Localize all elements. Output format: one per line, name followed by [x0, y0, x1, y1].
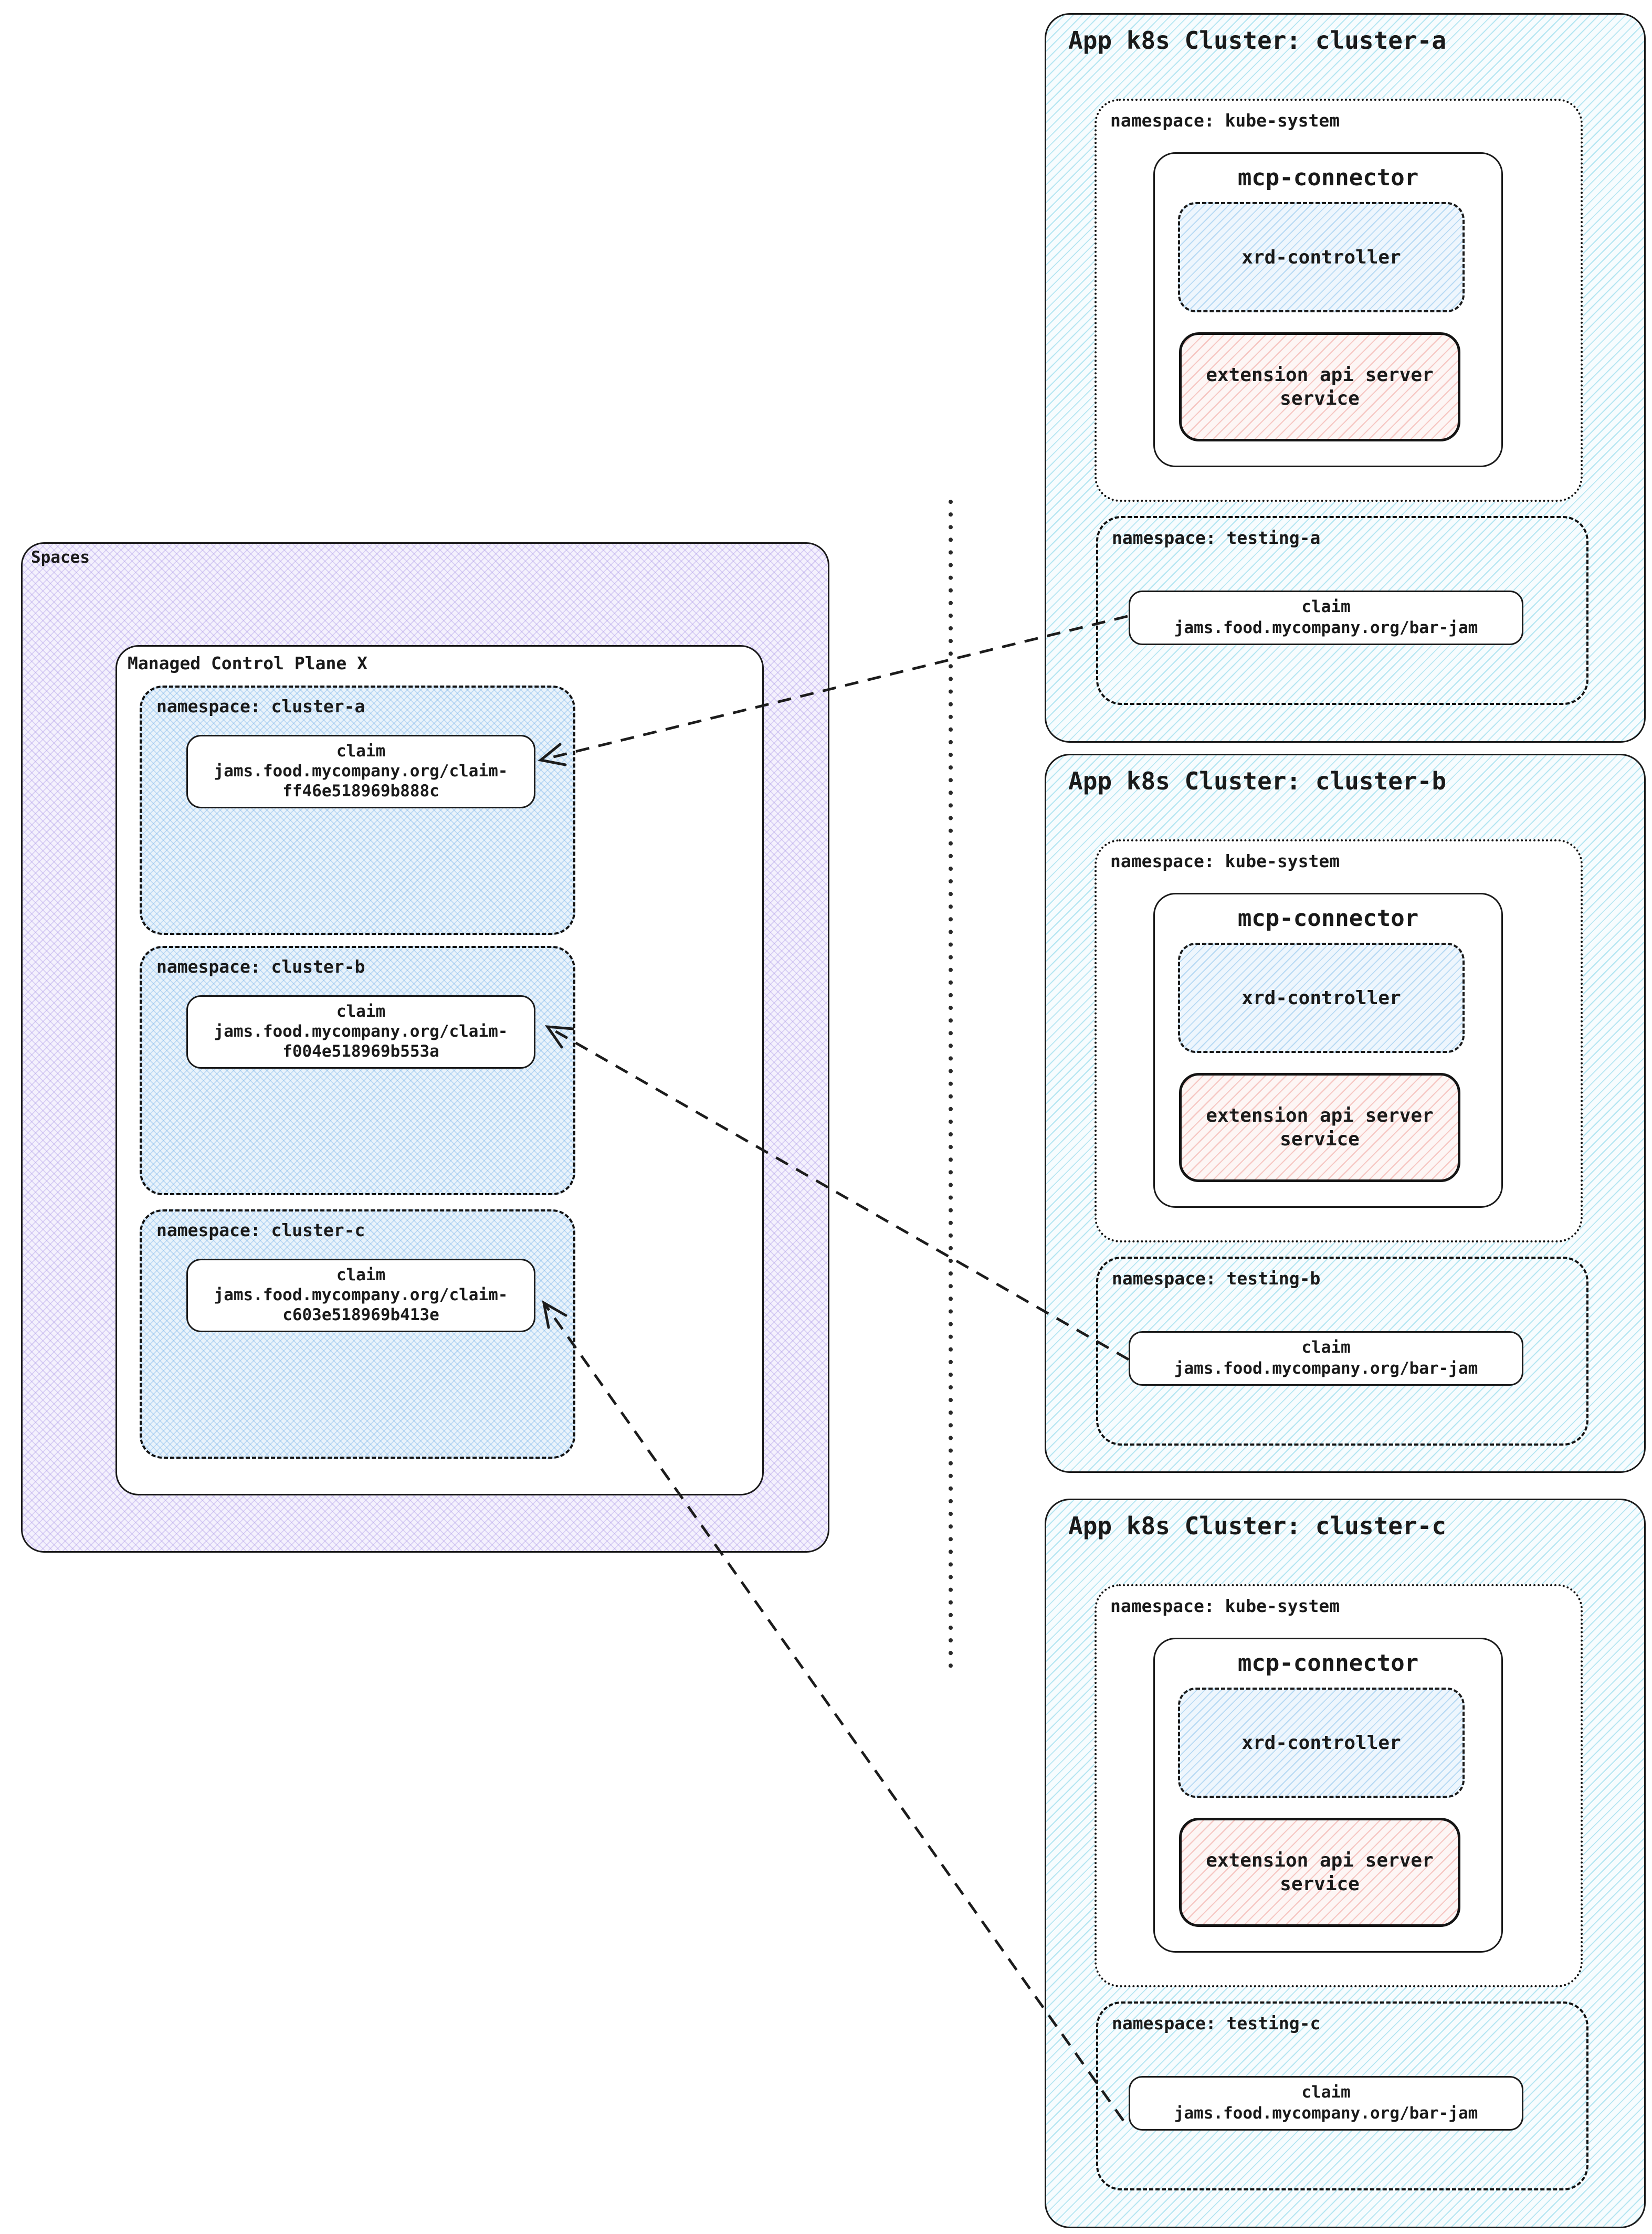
- managed-control-plane-title: Managed Control Plane X: [128, 653, 367, 673]
- mcp-connector-box: mcp-connector xrd-controller extension a…: [1153, 152, 1503, 467]
- claim-value: jams.food.mycompany.org/bar-jam: [1174, 2104, 1478, 2123]
- extension-api-server-service-box: extension api server service: [1179, 1073, 1460, 1182]
- extension-service-line2: service: [1280, 1129, 1360, 1150]
- testing-a-namespace: namespace: testing-a claim jams.food.myc…: [1096, 516, 1588, 705]
- xrd-controller-box: xrd-controller: [1178, 1688, 1465, 1798]
- claim-value-line1: jams.food.mycompany.org/claim-: [214, 1022, 508, 1041]
- extension-service-line1: extension api server: [1206, 364, 1434, 386]
- app-cluster-c-title: App k8s Cluster: cluster-c: [1068, 1512, 1447, 1540]
- testing-c-namespace: namespace: testing-c claim jams.food.myc…: [1096, 2001, 1588, 2190]
- claim-box-bar-jam-c: claim jams.food.mycompany.org/bar-jam: [1129, 2076, 1523, 2131]
- kube-system-label: namespace: kube-system: [1110, 110, 1340, 131]
- extension-service-line1: extension api server: [1206, 1850, 1434, 1871]
- app-cluster-c-box: App k8s Cluster: cluster-c namespace: ku…: [1045, 1499, 1646, 2228]
- spaces-container: Spaces Managed Control Plane X namespace…: [21, 542, 829, 1553]
- namespace-cluster-b-box: namespace: cluster-b claim jams.food.myc…: [140, 946, 575, 1195]
- mcp-connector-box: mcp-connector xrd-controller extension a…: [1153, 1638, 1503, 1953]
- claim-box-cluster-b: claim jams.food.mycompany.org/claim- f00…: [186, 995, 535, 1069]
- extension-api-server-service-box: extension api server service: [1179, 332, 1460, 441]
- kube-system-label: namespace: kube-system: [1110, 851, 1340, 871]
- claim-value-line2: ff46e518969b888c: [282, 781, 439, 800]
- claim-title: claim: [336, 1266, 386, 1285]
- testing-c-label: namespace: testing-c: [1112, 2013, 1321, 2033]
- testing-b-namespace: namespace: testing-b claim jams.food.myc…: [1096, 1257, 1588, 1446]
- claim-box-bar-jam-b: claim jams.food.mycompany.org/bar-jam: [1129, 1331, 1523, 1386]
- managed-control-plane-box: Managed Control Plane X namespace: clust…: [115, 645, 764, 1495]
- namespace-cluster-b-label: namespace: cluster-b: [156, 956, 365, 977]
- extension-service-line2: service: [1280, 1873, 1360, 1895]
- claim-box-cluster-a: claim jams.food.mycompany.org/claim- ff4…: [186, 735, 535, 808]
- namespace-cluster-a-label: namespace: cluster-a: [156, 696, 365, 716]
- testing-a-label: namespace: testing-a: [1112, 528, 1321, 548]
- claim-title: claim: [336, 742, 386, 761]
- mcp-connector-title: mcp-connector: [1237, 164, 1419, 191]
- testing-b-label: namespace: testing-b: [1112, 1268, 1321, 1289]
- mcp-connector-title: mcp-connector: [1237, 905, 1419, 932]
- spaces-label: Spaces: [31, 548, 90, 567]
- namespace-cluster-c-box: namespace: cluster-c claim jams.food.myc…: [140, 1209, 575, 1459]
- claim-value: jams.food.mycompany.org/bar-jam: [1174, 1359, 1478, 1378]
- claim-box-cluster-c: claim jams.food.mycompany.org/claim- c60…: [186, 1259, 535, 1332]
- app-cluster-a-box: App k8s Cluster: cluster-a namespace: ku…: [1045, 13, 1646, 743]
- mcp-connector-title: mcp-connector: [1237, 1650, 1419, 1677]
- extension-service-line1: extension api server: [1206, 1105, 1434, 1126]
- kube-system-label: namespace: kube-system: [1110, 1596, 1340, 1616]
- claim-value-line2: f004e518969b553a: [282, 1041, 439, 1061]
- claim-value-line1: jams.food.mycompany.org/claim-: [214, 1285, 508, 1305]
- xrd-controller-box: xrd-controller: [1178, 202, 1465, 312]
- claim-value-line1: jams.food.mycompany.org/claim-: [214, 762, 508, 781]
- claim-title: claim: [1301, 1338, 1351, 1357]
- xrd-controller-box: xrd-controller: [1178, 943, 1465, 1053]
- claim-value: jams.food.mycompany.org/bar-jam: [1174, 618, 1478, 637]
- extension-service-line2: service: [1280, 388, 1360, 409]
- mcp-connector-box: mcp-connector xrd-controller extension a…: [1153, 893, 1503, 1208]
- claim-title: claim: [1301, 2083, 1351, 2102]
- claim-value-line2: c603e518969b413e: [282, 1305, 439, 1324]
- namespace-cluster-a-box: namespace: cluster-a claim jams.food.myc…: [140, 686, 575, 935]
- claim-title: claim: [1301, 597, 1351, 617]
- claim-box-bar-jam-a: claim jams.food.mycompany.org/bar-jam: [1129, 591, 1523, 645]
- kube-system-namespace-c: namespace: kube-system mcp-connector xrd…: [1095, 1584, 1583, 1987]
- app-cluster-a-title: App k8s Cluster: cluster-a: [1068, 26, 1447, 55]
- extension-api-server-service-box: extension api server service: [1179, 1818, 1460, 1927]
- namespace-cluster-c-label: namespace: cluster-c: [156, 1220, 365, 1240]
- kube-system-namespace-a: namespace: kube-system mcp-connector xrd…: [1095, 99, 1583, 502]
- app-cluster-b-title: App k8s Cluster: cluster-b: [1068, 767, 1447, 795]
- app-cluster-b-box: App k8s Cluster: cluster-b namespace: ku…: [1045, 754, 1646, 1473]
- kube-system-namespace-b: namespace: kube-system mcp-connector xrd…: [1095, 839, 1583, 1242]
- claim-title: claim: [336, 1002, 386, 1021]
